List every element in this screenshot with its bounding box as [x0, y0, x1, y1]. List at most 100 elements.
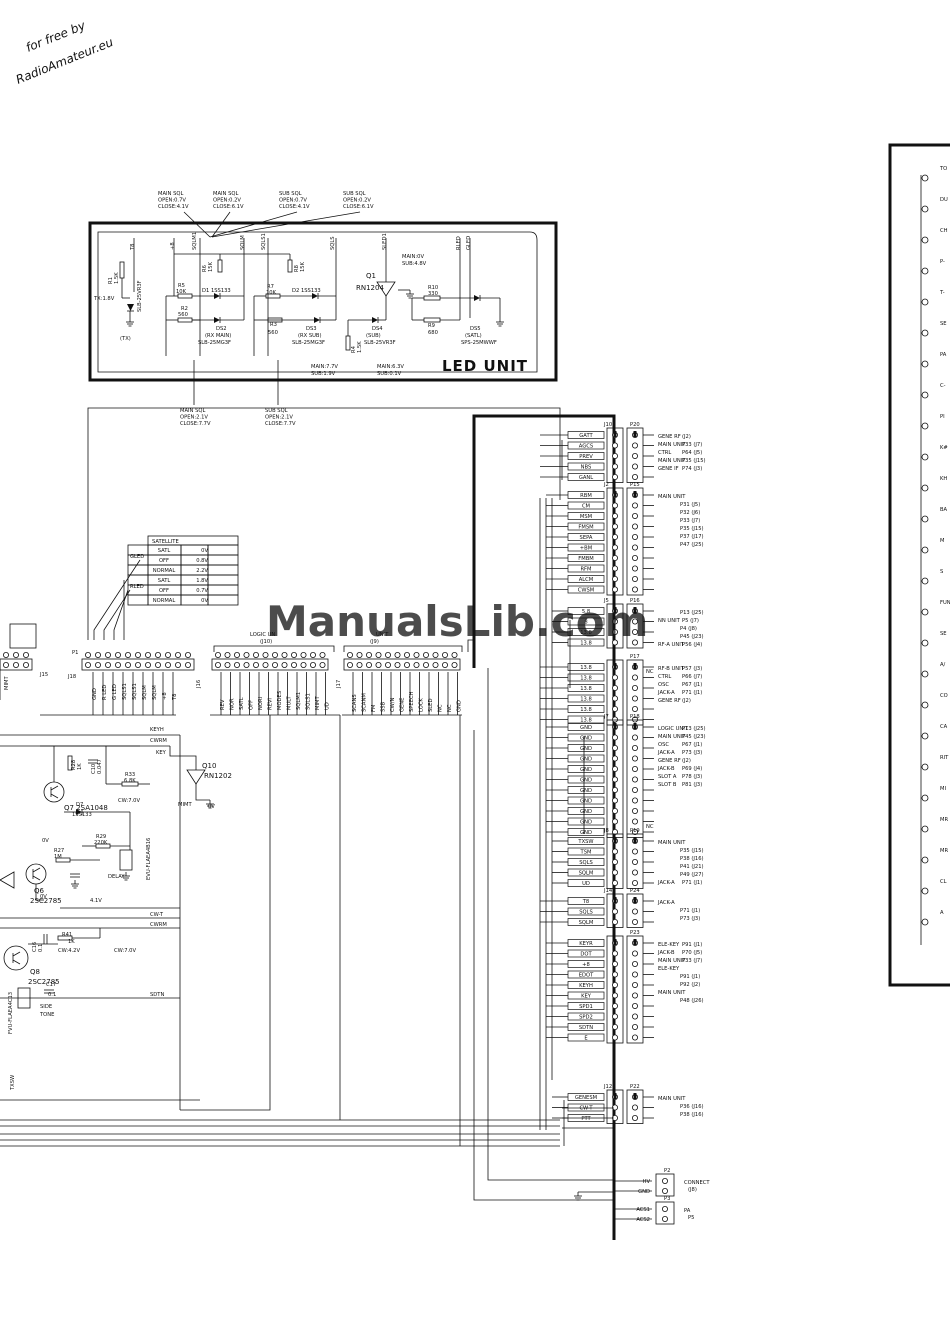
led-part: SLB-25VR3F	[137, 280, 143, 312]
right-panel-label: M	[940, 538, 944, 544]
p1-pin-name: +8	[162, 692, 168, 700]
connector-body	[655, 1201, 675, 1225]
comp-ref: R2	[181, 306, 188, 312]
dest-port: P47 (J25)	[680, 542, 704, 548]
connector-pin	[612, 442, 619, 449]
led-label: DS4	[372, 326, 383, 332]
right-panel-label: CO	[940, 693, 948, 699]
connector-pin	[612, 586, 619, 593]
connector-pin	[612, 674, 619, 681]
connector-pin	[632, 452, 639, 459]
connector-pin	[22, 662, 29, 669]
right-panel-label: SE	[940, 321, 947, 327]
pin-name: PTT	[581, 1116, 591, 1122]
p1-pin-name: SQLS1	[132, 683, 138, 700]
j17-pin-name: SPEECH	[409, 691, 415, 712]
connector-pin	[632, 534, 639, 541]
pin-name: ACS1	[636, 1207, 650, 1213]
led-ds4	[372, 317, 378, 323]
sql-note-top: OPEN:0.2V	[343, 198, 371, 204]
dest-port: P35 (J15)	[680, 848, 704, 854]
j18-label: J18	[67, 674, 76, 680]
connector-pin	[632, 961, 639, 968]
right-panel-label: MR	[940, 848, 948, 854]
right-panel-label: C-	[940, 383, 946, 389]
connector-pin	[632, 1013, 639, 1020]
sql-note-top: SUB SQL	[343, 191, 366, 197]
led-label: SLB-25MG3F	[198, 340, 231, 346]
sat-table-volt: 0V	[201, 598, 208, 604]
comp-ref: R33	[125, 772, 135, 778]
connector-pin	[441, 662, 448, 669]
connector-pin	[612, 629, 619, 636]
resistor-r4	[345, 335, 351, 351]
pin-name: GND	[580, 799, 592, 805]
voltage-note: SUB:1.9V	[311, 371, 336, 377]
j16-pin-name: MULT	[287, 696, 293, 710]
sat-table-cell	[207, 554, 239, 566]
pin-name: GND	[580, 830, 592, 836]
keyer-net: MIMT	[178, 802, 192, 808]
connector-pin	[612, 982, 619, 989]
j17-pin-name: GENE	[400, 698, 406, 712]
right-panel-pin	[921, 856, 929, 864]
dest-port: P37 (J17)	[680, 534, 704, 540]
voltage-note: CW:7.0V	[114, 948, 136, 954]
connector-pin	[403, 662, 410, 669]
right-panel-pin	[921, 360, 929, 368]
transistor-q6	[25, 863, 47, 885]
dest-unit: CTRL	[658, 450, 671, 456]
connector-pin	[252, 652, 259, 659]
pin-name: GND	[638, 1189, 650, 1195]
voltage-note: 4.1V	[90, 898, 102, 904]
connector-pin	[214, 652, 221, 659]
connector-body	[626, 893, 644, 928]
wire	[180, 715, 271, 1111]
connector-pin	[85, 652, 92, 659]
sat-table-state: SATL	[158, 578, 171, 584]
sql-note-top: CLOSE:6.1V	[213, 204, 244, 210]
connector-pin	[632, 618, 639, 625]
dest-unit: GENE RF	[658, 758, 681, 764]
led-net-label: SLED1	[382, 233, 388, 250]
sat-table-state: OFF	[159, 558, 169, 564]
dest-unit: MAIN UNIT	[658, 734, 686, 740]
right-panel-pin	[921, 701, 929, 709]
dest-port: P67 (J1)	[682, 742, 702, 748]
dest-port: P78 (J3)	[682, 774, 702, 780]
sat-table-state: NORMAL	[153, 598, 176, 604]
comp-ref: R5	[178, 283, 185, 289]
connector-pin	[612, 776, 619, 783]
connector-pin	[612, 961, 619, 968]
keyer-net: DELAY	[108, 874, 125, 880]
connector-body	[606, 603, 624, 649]
comp-val: 1K	[77, 763, 83, 770]
connector-pin	[632, 695, 639, 702]
connector-pin	[632, 1104, 639, 1111]
connector-pin	[184, 652, 191, 659]
keyer-net: 0V	[208, 804, 215, 810]
connector-pin	[144, 652, 151, 659]
led-ds3	[314, 317, 320, 323]
dest-unit: CTRL	[658, 674, 671, 680]
dest-port: P4 (J8)	[680, 626, 697, 632]
connector-pin	[309, 662, 316, 669]
connector-pin	[632, 544, 639, 551]
connector-pin	[612, 1024, 619, 1031]
connector-pin	[290, 652, 297, 659]
voltage-note: SUB:0.1V	[377, 371, 402, 377]
sat-table-group: RLED	[130, 584, 144, 590]
dest-port: P32 (J6)	[680, 510, 700, 516]
pin-name: PREV	[579, 454, 593, 460]
pin-name: 13.8	[580, 665, 592, 671]
voltage-note: CW:7.0V	[118, 798, 140, 804]
led-net-label: SQLM1	[192, 232, 198, 250]
pin-name: +BM	[580, 546, 592, 552]
right-panel-pin	[921, 174, 929, 182]
logic-unit-label: (J10)	[260, 639, 272, 645]
led-label: (SATL)	[465, 333, 482, 339]
pin-name: FMBM	[578, 556, 594, 562]
connector-pin	[632, 808, 639, 815]
pin-name: NBS	[581, 465, 592, 471]
dest-unit: RF-A UNIT	[658, 642, 685, 648]
